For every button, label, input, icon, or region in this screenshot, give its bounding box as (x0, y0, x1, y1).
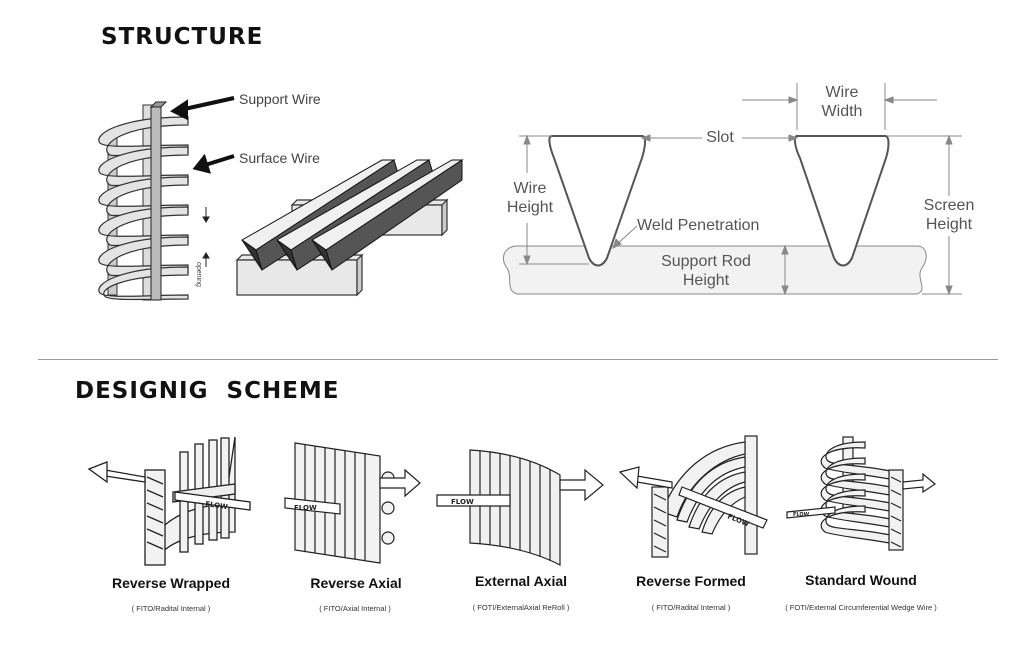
wire-width-label-1: Wire (825, 84, 859, 101)
scheme-name-2: Reverse Axial (310, 575, 402, 591)
scheme-sub-5: ( FOTI/External Circumferential Wedge Wi… (785, 603, 937, 612)
opening-label: opening (195, 262, 202, 287)
flow-label: FLOW (451, 498, 474, 506)
scheme-sub-4: ( FITO/Radital Internal ) (651, 603, 731, 612)
flat-panel-illustration (235, 159, 464, 297)
support-rod-label-2: Height (682, 272, 730, 289)
screen-height-label-1: Screen (923, 197, 975, 214)
section-divider (38, 359, 998, 360)
scheme-name-3: External Axial (474, 573, 568, 589)
scheme-name-1: Reverse Wrapped (111, 575, 230, 591)
cylindrical-screen-illustration (98, 101, 210, 301)
weld-penetration-label: Weld Penetration (637, 217, 760, 234)
scheme-name-4: Reverse Formed (636, 573, 746, 589)
standard-wound-illustration: FLOW (786, 436, 937, 551)
flow-label: FLOW (294, 504, 317, 512)
flow-label: FLOW (793, 512, 810, 518)
scheme-title: DESIGNIG SCHEME (75, 378, 340, 404)
structure-title: STRUCTURE (101, 24, 264, 50)
support-wire-label: Support Wire (239, 91, 321, 107)
reverse-axial-illustration: FLOW (284, 442, 421, 564)
scheme-name-5: Standard Wound (805, 572, 917, 588)
scheme-sub-2: ( FITO/Axial Internal ) (319, 604, 391, 613)
wire-height-label-1: Wire (513, 180, 547, 197)
scheme-sub-1: ( FITO/Radital Internal ) (131, 604, 211, 613)
surface-wire-label: Surface Wire (239, 150, 320, 166)
slot-label: Slot (706, 129, 734, 146)
screen-height-label-2: Height (925, 216, 973, 233)
callout-arrows (170, 96, 235, 174)
support-rod-label-1: Support Rod (661, 253, 751, 270)
scheme-sub-3: ( FOTI/ExternalAxial ReRoll ) (472, 603, 570, 612)
external-axial-illustration: FLOW (436, 449, 604, 566)
reverse-formed-illustration: FLOW (618, 435, 768, 558)
wire-profile-diagram (502, 83, 962, 296)
wire-width-label-2: Width (821, 103, 863, 120)
reverse-wrapped-illustration: FLOW (87, 436, 251, 566)
wire-height-label-2: Height (506, 199, 554, 216)
flow-label: FLOW (205, 500, 229, 511)
